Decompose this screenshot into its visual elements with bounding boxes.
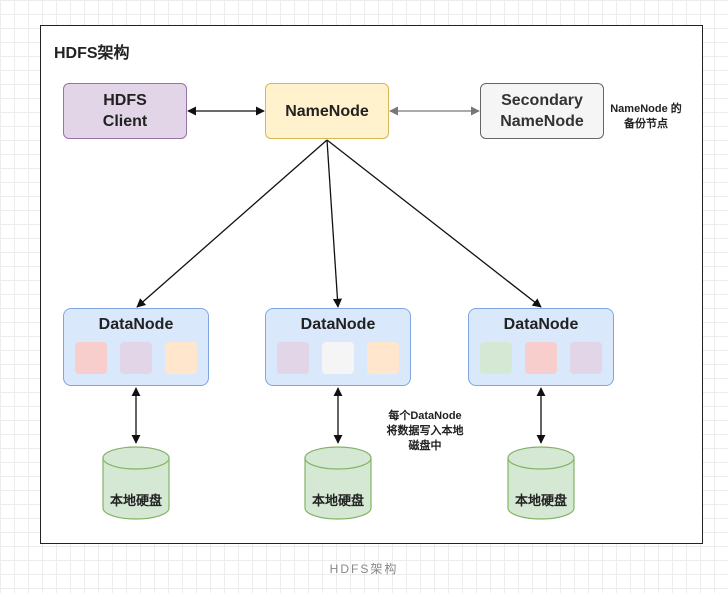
datanode-2-label: DataNode	[300, 316, 376, 333]
secondary-namenode-node: Secondary NameNode	[480, 83, 604, 139]
datanode-1: DataNode	[63, 308, 209, 386]
disk-1-label: 本地硬盘	[109, 493, 162, 508]
disk-2-label: 本地硬盘	[311, 493, 364, 508]
disk-3	[507, 446, 575, 520]
datanode-3: DataNode	[468, 308, 614, 386]
datanode-2: DataNode	[265, 308, 411, 386]
disk-2	[304, 446, 372, 520]
data-block	[367, 342, 399, 374]
namenode-datanode1-arrow	[136, 139, 328, 308]
figure-caption: HDFS架构	[329, 562, 399, 576]
datanode-3-label: DataNode	[503, 316, 579, 333]
data-block	[570, 342, 602, 374]
namenode-datanode3-arrow	[326, 139, 542, 308]
namenode-datanode2-arrow	[326, 139, 343, 308]
data-block	[525, 342, 557, 374]
namenode-node: NameNode	[265, 83, 389, 139]
disk-1	[102, 446, 170, 520]
hdfs-client-node: HDFS Client	[63, 83, 187, 139]
data-block	[277, 342, 309, 374]
data-block	[120, 342, 152, 374]
datanode-note: 每个DataNode 将数据写入本地 磁盘中	[386, 410, 464, 452]
disk-3-label: 本地硬盘	[514, 493, 567, 508]
data-block	[480, 342, 512, 374]
datanode-1-label: DataNode	[98, 316, 174, 333]
data-block	[322, 342, 354, 374]
diagram-title: HDFS架构	[54, 45, 130, 62]
data-block	[165, 342, 197, 374]
secondary-note: NameNode 的 备份节点	[610, 103, 682, 130]
data-block	[75, 342, 107, 374]
